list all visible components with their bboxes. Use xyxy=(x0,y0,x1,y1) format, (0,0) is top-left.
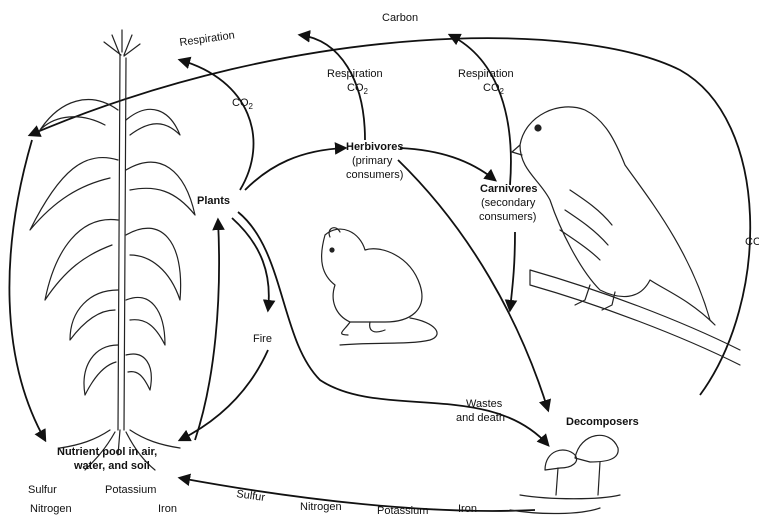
label-bottom-sulfur: Sulfur xyxy=(236,488,266,504)
arrow-decomposers-pool xyxy=(180,478,535,511)
arrow-carn-respiration xyxy=(450,35,511,185)
label-co2-plants: CO2 xyxy=(232,97,254,111)
label-fire: Fire xyxy=(253,333,272,345)
hawk-illustration xyxy=(512,107,740,365)
cycle-arrows xyxy=(9,35,750,511)
label-carnivores-sub2: consumers) xyxy=(479,211,536,223)
label-herbivores-sub2: consumers) xyxy=(346,169,403,181)
label-pool-potassium: Potassium xyxy=(105,484,156,496)
label-co2-right: CO xyxy=(745,236,759,248)
label-bottom-iron: Iron xyxy=(458,503,477,515)
label-respiration-left: Respiration xyxy=(179,29,236,49)
corn-plant-illustration xyxy=(30,30,195,470)
label-co2-carnivores: CO2 xyxy=(483,82,505,96)
label-pool-nitrogen: Nitrogen xyxy=(30,503,72,515)
arrow-plants-herbivores xyxy=(245,148,345,190)
label-bottom-nitrogen: Nitrogen xyxy=(300,501,342,513)
label-bottom-potassium: Potassium xyxy=(377,505,428,517)
label-herbivores: Herbivores xyxy=(346,141,403,153)
label-carnivores: Carnivores xyxy=(480,183,537,195)
mouse-illustration xyxy=(322,228,437,345)
diagram-labels: Carbon Respiration CO2 Respiration CO2 R… xyxy=(28,12,759,517)
label-nutrient-pool-line2: water, and soil xyxy=(73,460,150,472)
arrow-left-down-to-pool xyxy=(9,140,45,440)
label-co2-herbivores: CO2 xyxy=(347,82,369,96)
label-herbivores-sub1: (primary xyxy=(352,155,393,167)
label-respiration-carnivores: Respiration xyxy=(458,68,514,80)
label-nutrient-pool-line1: Nutrient pool in air, xyxy=(57,446,157,458)
arrow-carbon-top xyxy=(30,38,750,395)
arrow-carn-decomposers xyxy=(510,232,515,310)
label-decomposers: Decomposers xyxy=(566,416,639,428)
arrow-fire-pool xyxy=(180,350,268,440)
label-respiration-herbivores: Respiration xyxy=(327,68,383,80)
arrow-plants-wastes xyxy=(238,212,548,445)
arrow-pool-plants xyxy=(195,220,219,440)
label-wastes: Wastes xyxy=(466,398,503,410)
label-pool-sulfur: Sulfur xyxy=(28,484,57,496)
label-and-death: and death xyxy=(456,412,505,424)
mushrooms-illustration xyxy=(510,435,620,513)
arrow-herb-carn xyxy=(400,148,495,180)
label-carnivores-sub1: (secondary xyxy=(481,197,536,209)
label-pool-iron: Iron xyxy=(158,503,177,515)
label-plants: Plants xyxy=(197,195,230,207)
arrow-plants-fire xyxy=(232,218,269,310)
label-carbon: Carbon xyxy=(382,12,418,24)
